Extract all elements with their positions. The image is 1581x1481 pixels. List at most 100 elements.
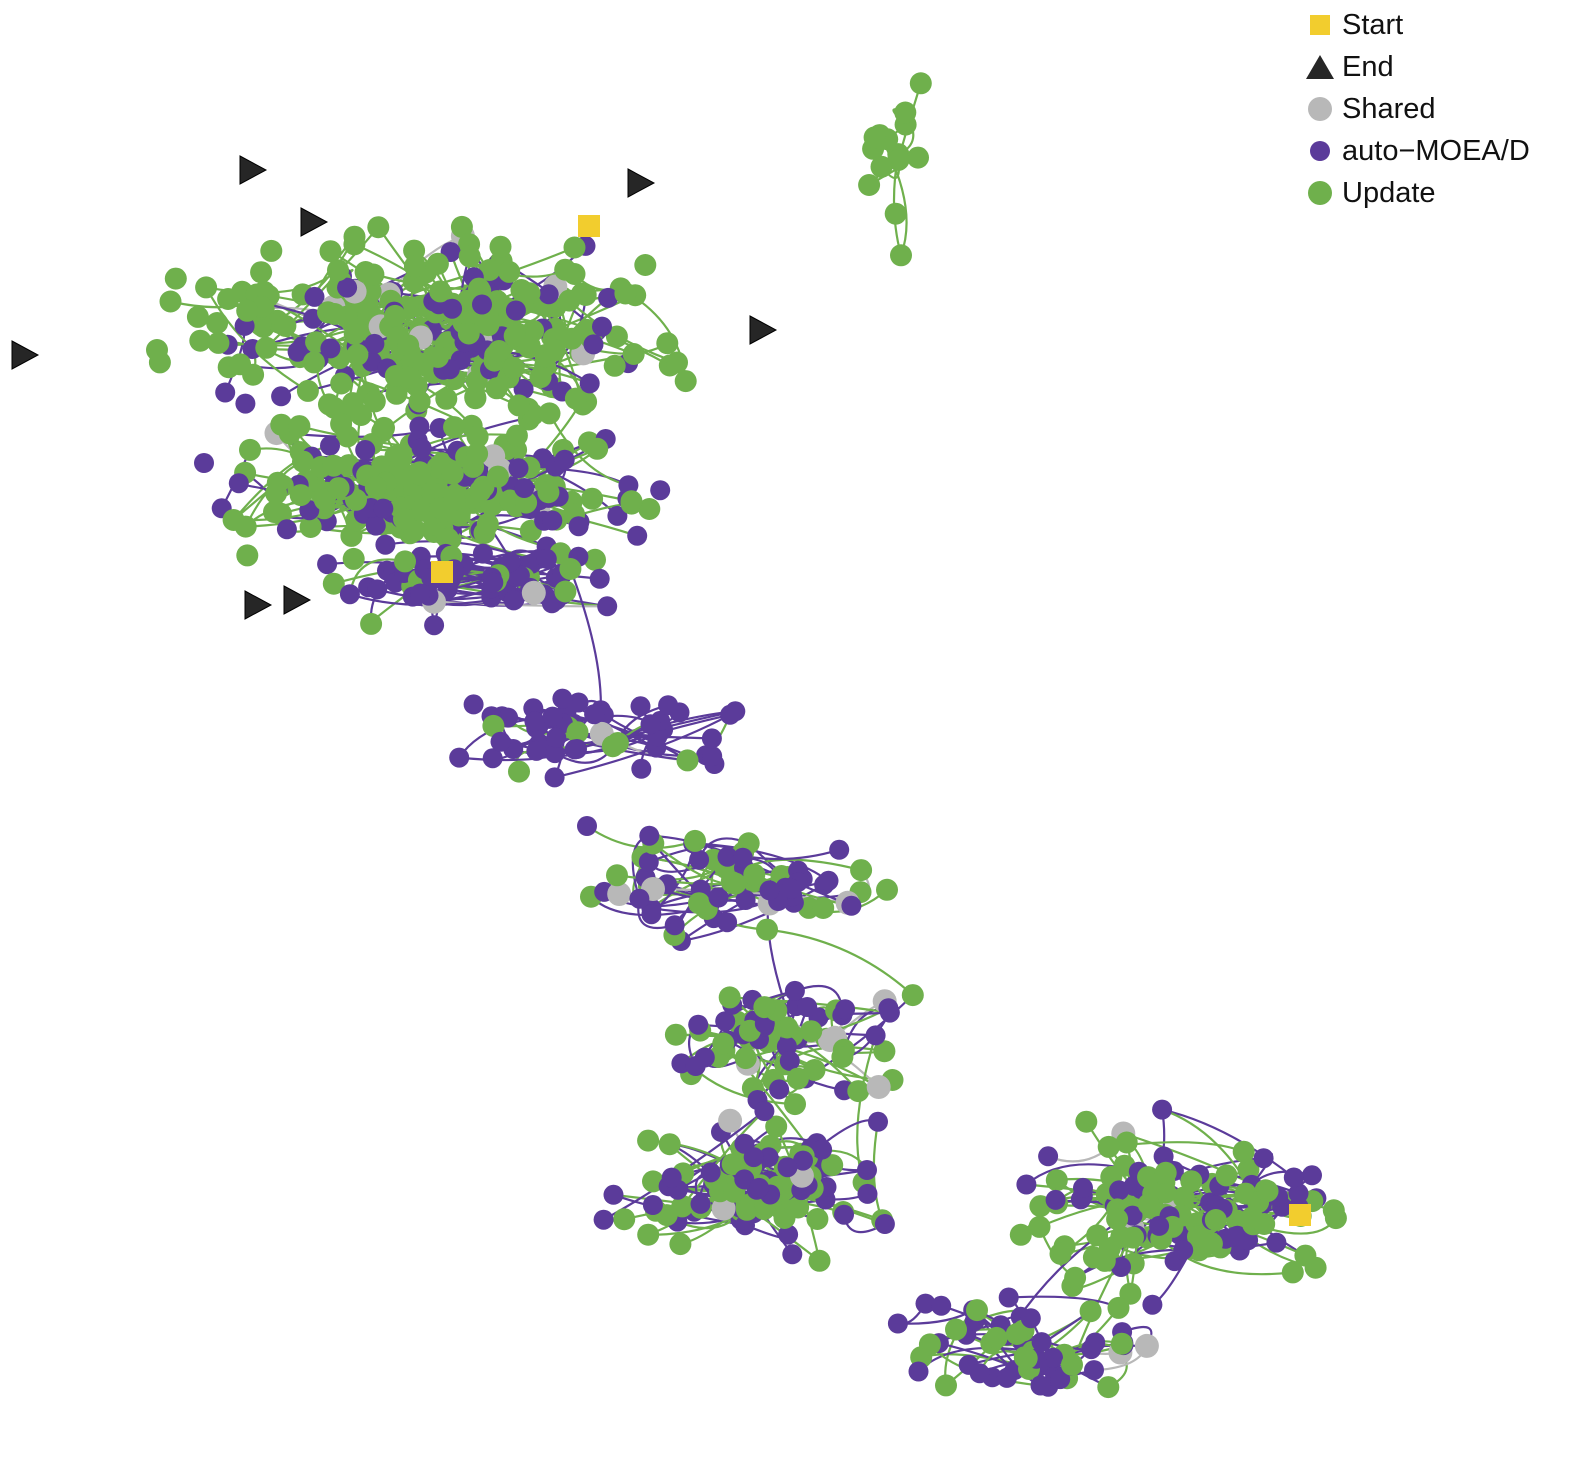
update-node xyxy=(642,1170,664,1193)
update-node xyxy=(195,276,218,299)
legend-label-update: Update xyxy=(1342,176,1436,209)
auto-moead-node xyxy=(514,478,535,498)
update-node xyxy=(806,1208,829,1230)
auto-moead-node xyxy=(538,284,559,305)
auto-moead-node xyxy=(797,997,818,1017)
update-node xyxy=(393,508,415,530)
auto-moead-node xyxy=(874,1214,895,1234)
auto-moead-node xyxy=(1016,1174,1037,1195)
auto-moead-node xyxy=(629,888,650,909)
update-node xyxy=(488,340,510,362)
update-node xyxy=(637,1223,660,1246)
auto-moead-node xyxy=(650,480,671,501)
auto-moead-node xyxy=(769,1079,790,1100)
auto-moead-node xyxy=(339,584,360,605)
update-node xyxy=(394,550,416,573)
trajectory-edge xyxy=(1008,1295,1120,1309)
auto-moead-node xyxy=(472,294,492,315)
auto-moead-node xyxy=(1043,1347,1063,1368)
update-node xyxy=(605,325,628,348)
auto-moead-node xyxy=(908,1361,929,1382)
update-node xyxy=(288,415,311,438)
auto-moead-node xyxy=(688,1014,709,1035)
auto-moead-node xyxy=(627,525,648,546)
update-node xyxy=(876,878,898,901)
auto-moead-node xyxy=(564,739,585,760)
update-node xyxy=(666,351,688,374)
auto-moead-node xyxy=(276,519,297,540)
update-node xyxy=(207,331,230,354)
end-triangle-icon xyxy=(1306,55,1334,79)
auto-moead-node xyxy=(365,515,386,536)
update-node xyxy=(1137,1166,1160,1189)
update-node xyxy=(554,258,577,281)
update-node xyxy=(1005,1323,1028,1345)
update-node xyxy=(289,484,312,507)
update-node xyxy=(323,303,346,325)
auto-moead-node xyxy=(304,286,325,307)
update-node xyxy=(435,387,458,410)
update-node xyxy=(543,339,566,362)
auto-moead-node xyxy=(865,1025,886,1046)
trajectory-edge xyxy=(1161,1108,1295,1179)
update-node xyxy=(236,299,259,322)
trajectory-edge xyxy=(766,928,914,996)
update-node xyxy=(264,500,287,522)
auto-moead-node xyxy=(702,746,723,767)
update-node xyxy=(1294,1244,1317,1267)
update-node xyxy=(274,314,297,337)
update-node xyxy=(250,261,273,284)
update-node xyxy=(676,749,699,772)
network-nodes xyxy=(146,72,1347,1399)
auto-moead-node xyxy=(1109,1180,1130,1201)
update-node xyxy=(812,897,835,919)
auto-moead-node xyxy=(630,696,651,717)
update-node xyxy=(803,1059,826,1081)
update-node xyxy=(918,1333,941,1356)
update-node xyxy=(863,126,886,149)
update-node xyxy=(217,288,240,310)
update-node xyxy=(558,289,581,312)
update-node xyxy=(486,465,509,488)
update-node xyxy=(684,829,706,852)
update-node xyxy=(584,548,606,571)
update-node xyxy=(189,329,212,352)
shared-node xyxy=(866,1075,891,1099)
update-node xyxy=(901,984,924,1007)
update-node xyxy=(343,322,366,345)
auto-moead-node xyxy=(503,590,524,611)
auto-moead-node xyxy=(661,1167,682,1188)
update-node xyxy=(426,252,449,275)
update-node xyxy=(1107,1296,1130,1319)
update-node xyxy=(1075,1110,1098,1133)
auto-moead-node xyxy=(778,1224,799,1245)
update-node xyxy=(508,760,530,783)
update-node xyxy=(712,1032,735,1055)
start-node xyxy=(431,561,453,583)
update-node xyxy=(265,482,288,505)
auto-moead-node xyxy=(513,379,534,400)
update-node xyxy=(634,254,657,276)
auto-moead-node xyxy=(215,382,236,403)
auto-moead-node xyxy=(725,701,746,722)
auto-moead-node xyxy=(373,498,394,519)
update-node xyxy=(1232,1140,1255,1163)
start-node xyxy=(1289,1204,1311,1226)
auto-moead-node xyxy=(690,1193,711,1214)
update-node xyxy=(502,356,525,379)
legend-label-end: End xyxy=(1342,50,1394,83)
auto-moead-node xyxy=(1045,1189,1066,1210)
update-node xyxy=(821,1154,844,1177)
update-node xyxy=(603,354,626,377)
update-node xyxy=(674,370,697,393)
auto-moead-node xyxy=(544,743,565,764)
update-node xyxy=(581,487,604,510)
update-node xyxy=(985,1326,1008,1349)
auto-moead-node xyxy=(700,1162,721,1183)
update-node xyxy=(299,516,322,538)
auto-moead-node xyxy=(375,534,396,555)
update-node xyxy=(945,1318,967,1341)
start-node xyxy=(578,215,600,237)
auto-moead-node xyxy=(411,438,432,459)
auto-moead-node xyxy=(524,711,545,732)
